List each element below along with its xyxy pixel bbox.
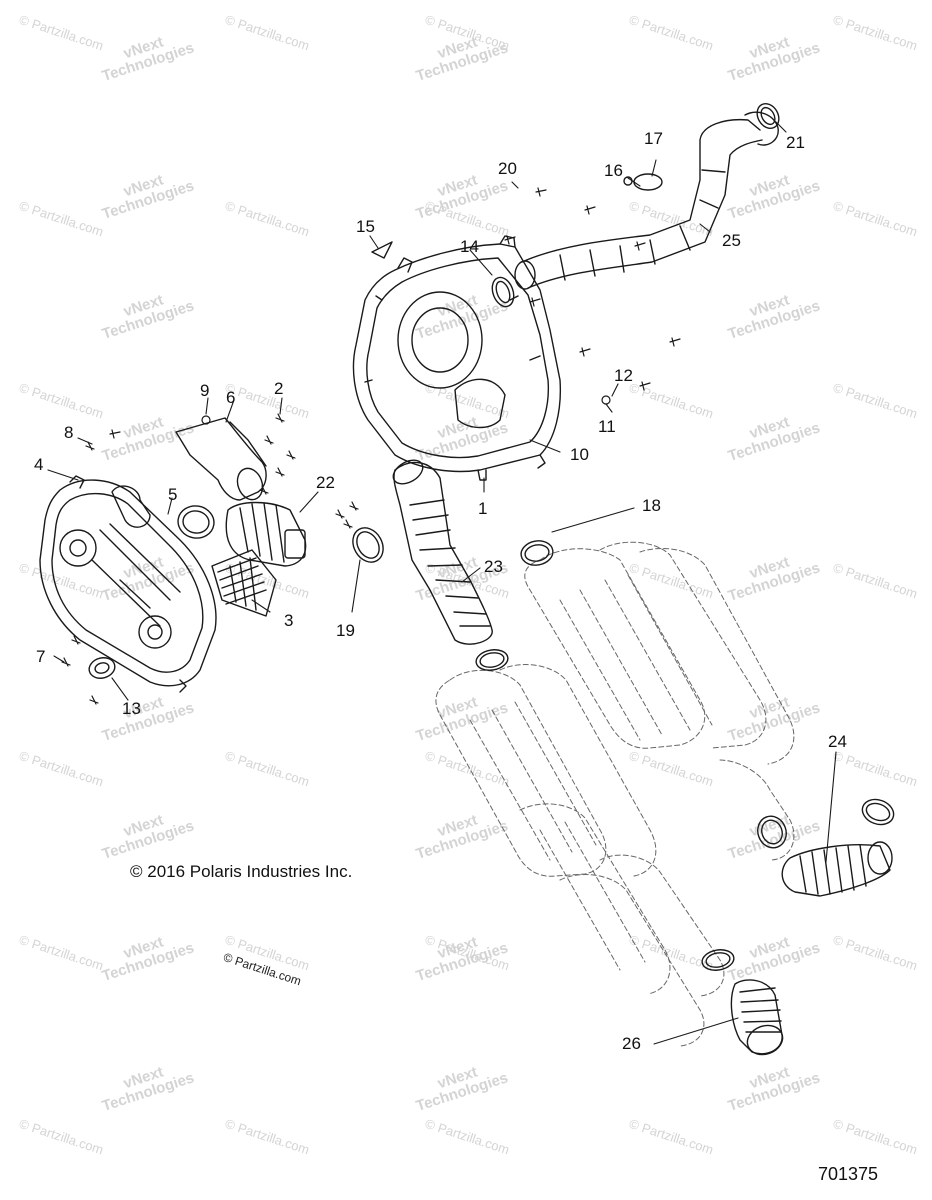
clutch-outlet-duct: [175, 417, 267, 501]
hose-clamp-18: [520, 540, 554, 566]
callout-6[interactable]: 6: [226, 388, 236, 407]
bottom-boot: [730, 979, 784, 1056]
hose-clamp-5: [177, 505, 215, 539]
callout-14[interactable]: 14: [460, 237, 479, 256]
copyright-notice: © 2016 Polaris Industries Inc.: [130, 862, 353, 881]
callout-1[interactable]: 1: [478, 499, 488, 518]
leader-lines: [47, 121, 837, 1045]
phantom-ducting: [435, 541, 795, 1047]
lower-duct: [781, 841, 893, 897]
callout-25[interactable]: 25: [722, 231, 741, 250]
callout-12[interactable]: 12: [614, 366, 633, 385]
callout-23[interactable]: 23: [484, 557, 503, 576]
callout-18[interactable]: 18: [642, 496, 661, 515]
callout-21[interactable]: 21: [786, 133, 805, 152]
callout-19[interactable]: 19: [336, 621, 355, 640]
callout-4[interactable]: 4: [34, 455, 44, 474]
callout-15[interactable]: 15: [356, 217, 375, 236]
hose-clamp-17: [623, 173, 663, 191]
callout-22[interactable]: 22: [316, 473, 335, 492]
hose-clamp-19: [352, 527, 384, 563]
washer-13: [88, 657, 116, 679]
hose-clamp-24b: [757, 815, 787, 849]
callout-10[interactable]: 10: [570, 445, 589, 464]
callout-5[interactable]: 5: [168, 485, 178, 504]
callout-17[interactable]: 17: [644, 129, 663, 148]
hose-clamp-26: [701, 949, 735, 971]
hose-clamp-lower: [475, 649, 509, 671]
clutch-filter: [211, 549, 277, 617]
callout-16[interactable]: 16: [604, 161, 623, 180]
callout-11[interactable]: 11: [598, 417, 616, 436]
hose-clamp-14: [491, 276, 515, 308]
hose-clamp-21: [756, 102, 780, 130]
callout-2[interactable]: 2: [274, 379, 284, 398]
clutch-inlet-duct: [225, 501, 307, 567]
callout-9[interactable]: 9: [200, 381, 210, 400]
callout-3[interactable]: 3: [284, 611, 294, 630]
callout-24[interactable]: 24: [828, 732, 847, 751]
outlet-hose: [514, 111, 779, 290]
inlet-hose: [392, 459, 493, 645]
diagram-number: 701375: [818, 1164, 879, 1184]
outer-clutch-cover: [352, 235, 562, 481]
hose-clamp-24: [861, 798, 895, 826]
callout-13[interactable]: 13: [122, 699, 141, 718]
callout-20[interactable]: 20: [498, 159, 517, 178]
inner-clutch-cover: [39, 475, 217, 693]
bolts: [61, 187, 681, 705]
callout-8[interactable]: 8: [64, 423, 74, 442]
callout-7[interactable]: 7: [36, 647, 46, 666]
gasket-15: [371, 241, 393, 259]
callout-26[interactable]: 26: [622, 1034, 641, 1053]
